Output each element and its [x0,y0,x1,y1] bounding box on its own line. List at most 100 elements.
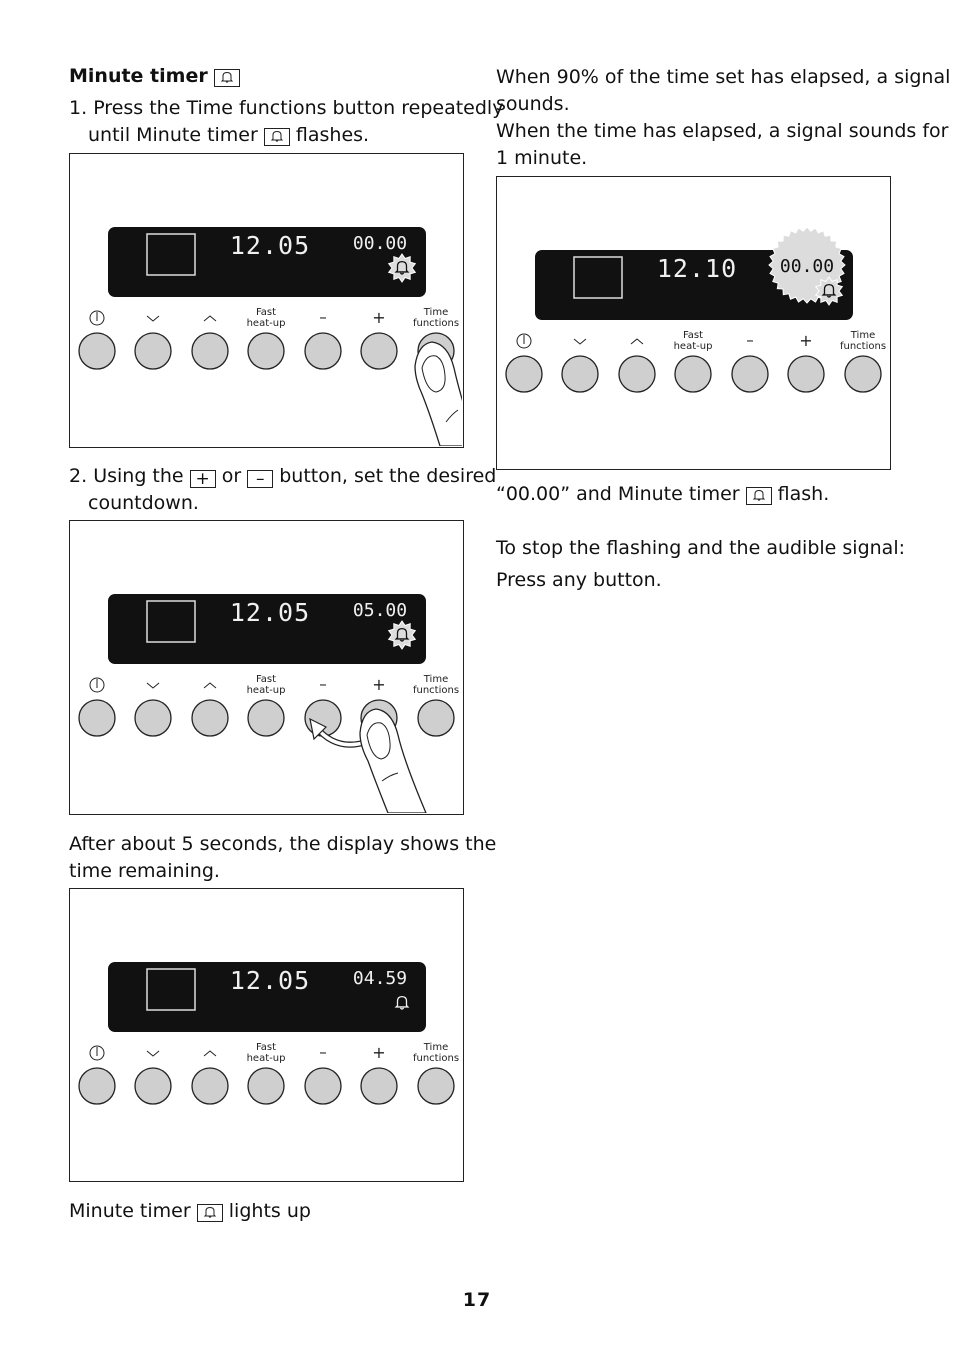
display-screen [108,227,426,297]
label-minus: – [319,1043,327,1061]
panel-button-power [78,332,116,370]
panel-button-plus [787,355,825,393]
label-heat-up: heat-up [247,1053,286,1064]
panel-button-fast [674,355,712,393]
chevron-down-icon [146,682,160,689]
label-plus: + [372,1043,385,1062]
timer-readout: 00.00 [353,233,407,254]
step-1-text: Press the Time functions button repeated… [93,97,504,119]
label-fast: Fast [683,330,703,341]
label-time: Time [423,674,448,685]
panel-button-power [78,699,116,737]
right-line-3: When the time has elapsed, a signal soun… [496,120,949,142]
display-symbol-window [146,968,196,1011]
display-screen [108,962,426,1032]
panel-button-down [561,355,599,393]
label-time: Time [423,307,448,318]
display-symbol-window [573,256,623,299]
step-2-line-1: 2. Using the + or – button, set the desi… [69,463,496,490]
panel-button-down [134,1067,172,1105]
step-2-text-c: button, set the desired [279,465,497,487]
after-text-line-2: time remaining. [69,860,220,882]
flash-text: “00.00” and Minute timer flash. [496,481,829,508]
timer-readout: 04.59 [353,968,407,989]
chevron-up-icon [630,338,644,345]
bell-icon [394,995,410,1010]
display-screen [108,594,426,664]
power-icon [89,677,105,693]
step-1-line-1: 1. Press the Time functions button repea… [69,95,503,122]
label-heat-up: heat-up [674,341,713,352]
step-2-line-2: countdown. [88,492,199,514]
power-icon [89,310,105,326]
timer-readout: 05.00 [353,600,407,621]
panel-button-time [844,355,882,393]
chevron-up-icon [203,682,217,689]
power-icon [516,333,532,349]
bell-icon [387,620,417,650]
timer-readout: 00.00 [780,256,834,277]
panel-button-up [191,332,229,370]
label-plus: + [372,675,385,694]
panel-button-minus [304,1067,342,1105]
right-line-1: When 90% of the time set has elapsed, a … [496,66,951,88]
step-1-text-2a: until Minute timer [88,124,258,146]
label-time: Time [850,330,875,341]
lights-up-text-b: lights up [228,1200,311,1222]
bell-icon [745,487,772,505]
panel-button-power [505,355,543,393]
label-minus: – [319,308,327,326]
label-fast: Fast [256,1042,276,1053]
flash-text-a: “00.00” and Minute timer [496,483,740,505]
step-2-number: 2. [69,465,88,487]
step-2-text-a: Using the [93,465,184,487]
chevron-up-icon [203,315,217,322]
bell-icon [196,1204,223,1222]
section-heading: Minute timer [69,63,241,90]
right-line-4: 1 minute. [496,147,588,169]
label-plus: + [799,331,812,350]
heading-text: Minute timer [69,65,208,87]
label-minus: – [746,331,754,349]
label-minus: – [319,675,327,693]
bell-icon [387,253,417,283]
label-fast: Fast [256,307,276,318]
display-symbol-window [146,233,196,276]
clock-readout: 12.05 [230,231,310,260]
chevron-down-icon [146,1050,160,1057]
clock-readout: 12.10 [657,254,737,283]
panel-button-fast [247,1067,285,1105]
after-text-line-1: After about 5 seconds, the display shows… [69,833,497,855]
lights-up-text-a: Minute timer [69,1200,191,1222]
panel-button-minus [304,332,342,370]
label-functions: functions [413,1053,459,1064]
page-number: 17 [462,1289,492,1311]
step-2-text-b: or [221,465,242,487]
panel-button-down [134,699,172,737]
panel-button-plus [360,1067,398,1105]
clock-readout: 12.05 [230,966,310,995]
panel-button-time [417,699,455,737]
bell-icon [214,69,241,87]
step-1-number: 1. [69,97,88,119]
label-functions: functions [413,685,459,696]
panel-button-up [191,699,229,737]
bell-icon [263,128,290,146]
finger-icon [359,708,427,813]
flash-text-b: flash. [777,483,830,505]
panel-button-fast [247,699,285,737]
panel-button-time [417,1067,455,1105]
minus-icon: – [247,470,274,488]
chevron-down-icon [573,338,587,345]
panel-button-fast [247,332,285,370]
label-plus: + [372,308,385,327]
label-fast: Fast [256,674,276,685]
panel-button-up [191,1067,229,1105]
